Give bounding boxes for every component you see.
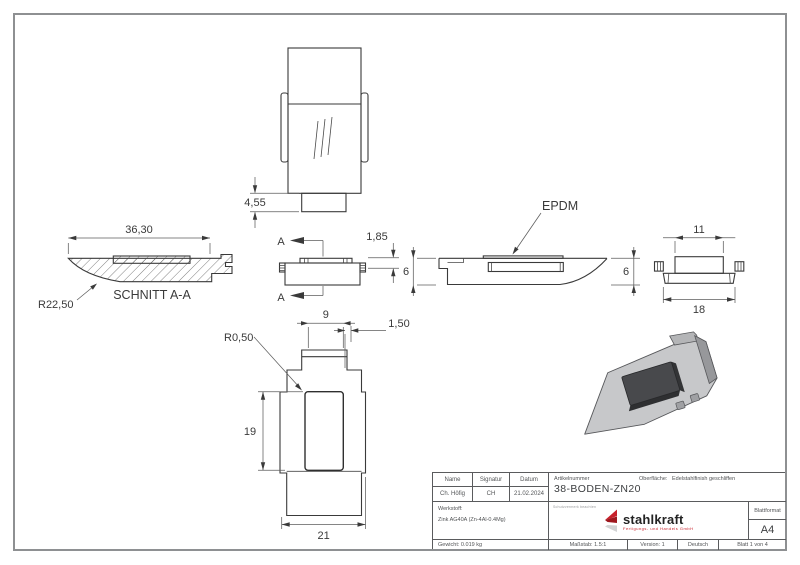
surface-value: Edelstahlfinish geschliffen [671,476,736,482]
date-header: Datum [510,473,549,487]
end-view: 11 18 [653,224,745,316]
dim-plan-pad-height: 19 [244,426,256,438]
profile-view: EPDM 6 6 [403,199,640,296]
material-label: Werkstoff: [438,506,463,512]
dim-front-height: 4,55 [244,197,265,209]
language-value: Deutsch [678,540,719,550]
section-view: 36,30 SCHNITT A-A R22,50 [38,224,233,311]
scale-value: Maßstab: 1.5:1 [549,540,628,550]
signature-header: Signatur [473,473,510,487]
epdm-label: EPDM [542,199,578,213]
article-number: 38-BODEN-ZN20 [554,483,641,495]
material-value: Zink AG40A (Zn-4Al-0.4Mg) [438,517,506,523]
article-number-label: Artikelnummer [554,476,590,482]
name-value: Ch. Höfig [433,487,473,502]
dim-plan-offset: 1,50 [388,318,409,330]
article-cell: Artikelnummer 38-BODEN-ZN20 Oberfläche: … [549,473,786,502]
company-logo: stahlkraft Fertigungs- und Handels GmbH [604,508,693,535]
name-header: Name [433,473,473,487]
sheet-border [13,13,787,551]
weight-value: Gewicht: 0.019 kg [433,540,549,550]
dim-section-width: 36,30 [125,224,153,236]
surface-label: Oberfläche: [639,476,668,482]
dim-strip-height: 1,85 [366,231,387,243]
surface-cell: Oberfläche: Edelstahlfinish geschliffen [639,476,735,482]
dim-profile-height-left: 6 [403,266,409,278]
logo-text: stahlkraft [623,511,684,527]
dim-end-top-width: 11 [693,224,704,236]
section-label: SCHNITT A-A [113,288,191,302]
protection-note: Schutzvermerk beachten [553,505,597,509]
date-value: 21.02.2024 [510,487,549,502]
stahlkraft-logo-icon [605,509,617,532]
section-marker-top: A [277,236,285,248]
section-marker-bottom: A [277,292,285,304]
dim-profile-height-right: 6 [623,266,629,278]
material-cell: Werkstoff: Zink AG40A (Zn-4Al-0.4Mg) [433,502,549,540]
logo-subtitle: Fertigungs- und Handels GmbH [623,525,694,531]
dim-section-radius: R22,50 [38,299,73,311]
front-view: 4,55 [244,47,369,228]
title-block: Name Signatur Datum Ch. Höfig CH 21.02.2… [432,472,786,550]
logo-cell: Schutzvermerk beachten stahlkraft Fertig… [549,502,749,540]
version-value: Version: 1 [628,540,678,550]
format-value: A4 [749,520,786,540]
dim-plan-pad-width: 9 [323,309,329,321]
dim-plan-radius: R0,50 [224,332,253,344]
side-view: A A 1,85 [277,231,399,304]
iso-3d-view [584,331,718,435]
format-label: Blattformat [749,502,786,520]
sheet-number: Blatt 1 von 4 [737,542,768,548]
signature-value: CH [473,487,510,502]
dim-end-bottom-width: 18 [693,304,705,316]
plan-view: 9 1,50 R0,50 19 21 [224,309,410,542]
dim-plan-width: 21 [317,530,329,542]
